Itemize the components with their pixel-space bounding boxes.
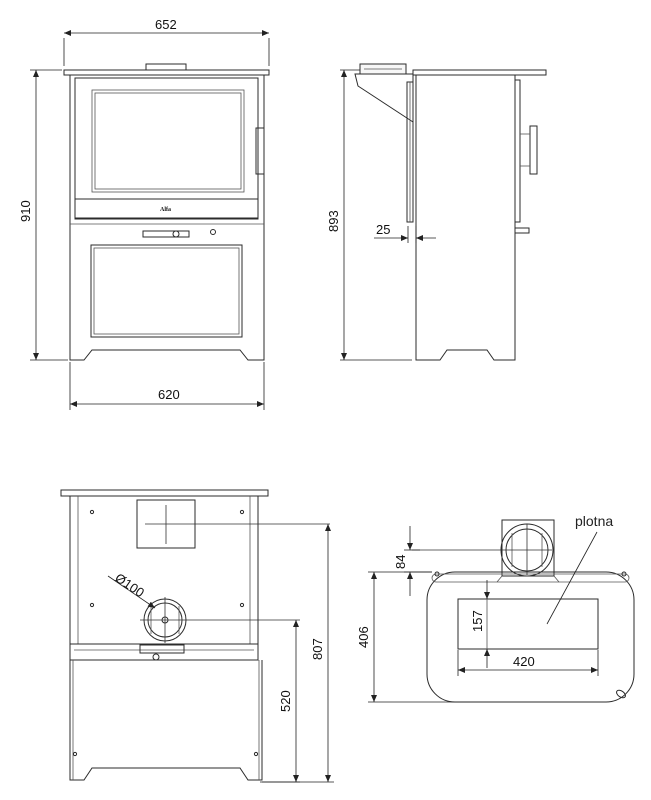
dim-620: 620 [158,387,180,402]
side-top-plate [412,69,547,76]
front-glass [91,89,245,193]
dim-84: 84 [393,555,408,569]
dim-652: 652 [155,17,177,32]
front-body-outline [69,75,265,361]
dim-406: 406 [356,626,371,648]
dim-420: 420 [513,654,535,669]
rear-body-outline [69,660,263,781]
dim-807: 807 [310,638,325,660]
side-view: 893 25 [326,63,547,361]
front-air-control [142,230,190,238]
front-lower-door [90,244,243,338]
top-plate-outline [426,571,635,703]
front-logo-bar [74,198,259,220]
front-view: Alfa 652 910 620 [18,17,270,410]
top-view: 84 406 157 420 plotna [356,513,635,703]
dim-diameter-100: Ø100 [112,570,147,600]
dim-25: 25 [376,222,390,237]
dim-157: 157 [470,610,485,632]
rear-top-plate [60,489,269,497]
top-cooking-plate [457,598,599,650]
label-plotna: plotna [575,513,613,529]
dim-910: 910 [18,200,33,222]
front-door-handle [255,127,265,175]
front-glass-inner [94,92,242,190]
side-body-outline [415,75,516,361]
rear-view: Ø100 520 807 [60,489,334,783]
front-door-frame [74,77,259,219]
front-knob [210,229,216,235]
front-logo: Alfa [160,207,171,213]
front-flue-cap [145,63,187,71]
front-top-plate [63,69,270,76]
dim-520: 520 [278,690,293,712]
dim-893: 893 [326,210,341,232]
side-handle [529,125,538,175]
